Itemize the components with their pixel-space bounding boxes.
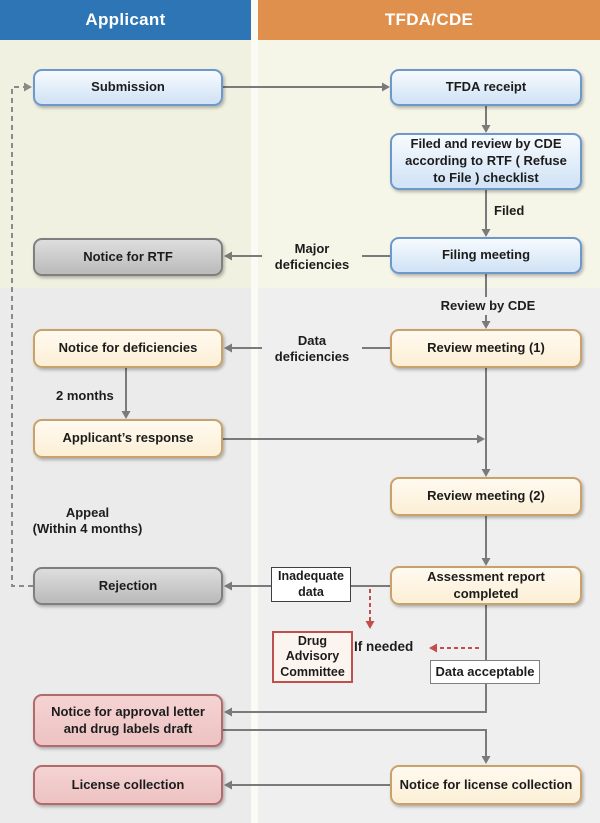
node-notice-for-deficiencies: Notice for deficiencies <box>33 329 223 368</box>
column-header-tfda-cde: TFDA/CDE <box>258 0 600 40</box>
label-filed: Filed <box>494 203 525 218</box>
node-review-meeting-2: Review meeting (2) <box>390 477 582 516</box>
label-appeal-line1: Appeal <box>65 505 110 520</box>
node-rejection: Rejection <box>33 567 223 605</box>
node-license-collection: License collection <box>33 765 223 805</box>
node-tfda-receipt: TFDA receipt <box>390 69 582 106</box>
background-tfda-bottom <box>258 288 600 823</box>
node-assessment-report-completed: Assessment report completed <box>390 566 582 605</box>
label-appeal: Appeal (Within 4 months) <box>15 505 160 538</box>
label-box-inadequate-data: Inadequate data <box>271 567 351 602</box>
node-submission: Submission <box>33 69 223 106</box>
node-filing-meeting: Filing meeting <box>390 237 582 274</box>
label-appeal-line2: (Within 4 months) <box>32 521 143 537</box>
node-drug-advisory-committee: Drug Advisory Committee <box>272 631 353 683</box>
label-data-deficiencies: Data deficiencies <box>262 332 362 367</box>
node-notice-for-license-collection: Notice for license collection <box>390 765 582 805</box>
label-two-months: 2 months <box>56 388 114 403</box>
node-review-meeting-1: Review meeting (1) <box>390 329 582 368</box>
node-filed-and-review-by-cde: Filed and review by CDE according to RTF… <box>390 133 582 190</box>
column-header-applicant: Applicant <box>0 0 251 40</box>
label-box-data-acceptable: Data acceptable <box>430 660 540 684</box>
label-major-deficiencies: Major deficiencies <box>262 240 362 275</box>
node-notice-for-approval-letter: Notice for approval letter and drug labe… <box>33 694 223 747</box>
node-applicants-response: Applicant’s response <box>33 419 223 458</box>
label-review-by-cde: Review by CDE <box>434 297 542 316</box>
label-if-needed: If needed <box>354 639 414 654</box>
node-notice-for-rtf: Notice for RTF <box>33 238 223 276</box>
